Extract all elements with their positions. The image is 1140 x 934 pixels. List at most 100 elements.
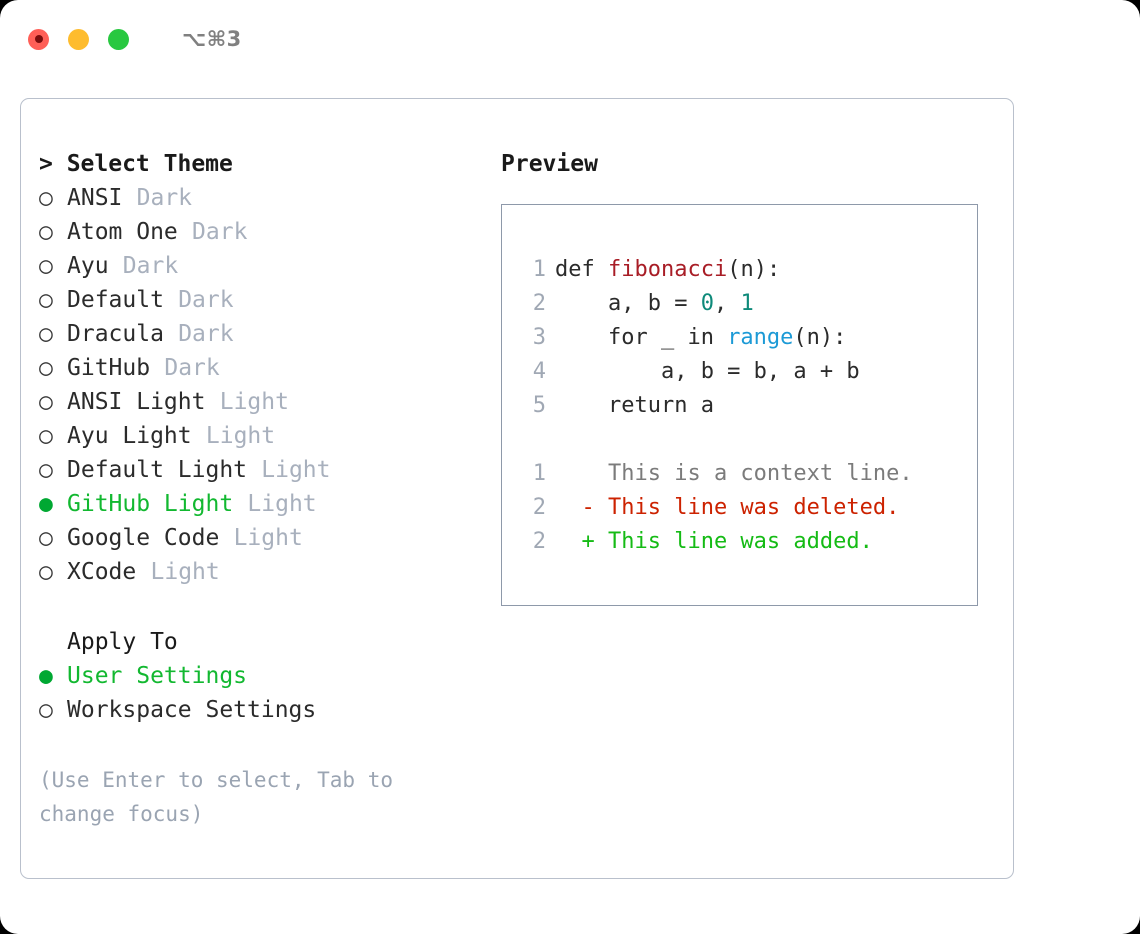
select-theme-header: > Select Theme — [39, 151, 233, 177]
code-spacer — [524, 423, 977, 457]
code-token: (n): — [727, 257, 781, 282]
radio-unselected-icon: ○ — [39, 559, 53, 585]
theme-option-tag: Light — [233, 525, 303, 551]
radio-unselected-icon: ○ — [39, 219, 53, 245]
theme-option-tag: Dark — [122, 253, 179, 279]
diff-line-number: 2 — [532, 495, 546, 520]
theme-option-3[interactable]: ○ Default Dark — [39, 283, 491, 317]
code-token: fibonacci — [607, 257, 728, 282]
radio-unselected-icon: ○ — [39, 185, 53, 211]
radio-selected-icon: ● — [39, 491, 53, 517]
theme-option-tag: Light — [150, 559, 220, 585]
apply-to-header: Apply To — [67, 629, 178, 655]
code-token: 0 — [700, 291, 714, 316]
code-token: a, b = b, a + b — [555, 359, 860, 384]
radio-selected-icon: ● — [39, 663, 53, 689]
diff-line-ctx: 1 This is a context line. — [524, 457, 977, 491]
maximize-window-button[interactable] — [108, 28, 129, 50]
traffic-lights — [28, 28, 129, 50]
radio-unselected-icon: ○ — [39, 423, 53, 449]
apply-to-option-label: Workspace Settings — [67, 697, 317, 723]
code-line-number: 5 — [532, 393, 546, 418]
code-token: def — [555, 257, 608, 282]
theme-option-label: Ayu Light — [67, 423, 192, 449]
code-line: 4 a, b = b, a + b — [524, 355, 977, 389]
diff-line-content: This is a context line. — [555, 461, 913, 486]
code-token: for _ in — [555, 325, 728, 350]
radio-unselected-icon: ○ — [39, 321, 53, 347]
code-token: a, b = — [555, 291, 701, 316]
code-line-number: 1 — [532, 257, 546, 282]
code-line-number: 3 — [532, 325, 546, 350]
theme-option-tag: Dark — [192, 219, 248, 245]
code-line-content: a, b = b, a + b — [555, 355, 860, 389]
theme-option-2[interactable]: ○ Ayu Dark — [39, 249, 491, 283]
code-line-number: 2 — [532, 291, 546, 316]
code-token: (n): — [793, 325, 847, 350]
theme-option-1[interactable]: ○ Atom One Dark — [39, 215, 491, 249]
diff-line-content: - This line was deleted. — [555, 495, 900, 520]
code-line-content: a, b = 0, 1 — [555, 287, 754, 321]
theme-option-tag: Dark — [178, 287, 234, 313]
apply-to-option-1[interactable]: ○ Workspace Settings — [39, 693, 491, 727]
code-line-content: for _ in range(n): — [555, 321, 846, 355]
code-line: 3 for _ in range(n): — [524, 321, 977, 355]
code-line: 2 a, b = 0, 1 — [524, 287, 977, 321]
code-line-number: 4 — [532, 359, 546, 384]
theme-option-7[interactable]: ○ Ayu Light Light — [39, 419, 491, 453]
theme-option-label: ANSI Light — [67, 389, 206, 415]
preview-title: Preview — [501, 151, 598, 177]
theme-option-label: Google Code — [67, 525, 220, 551]
code-token: 1 — [740, 291, 754, 316]
radio-unselected-icon: ○ — [39, 355, 53, 381]
radio-unselected-icon: ○ — [39, 253, 53, 279]
minimize-window-button[interactable] — [68, 28, 89, 50]
theme-option-tag: Dark — [178, 321, 234, 347]
theme-option-tag: Dark — [136, 185, 193, 211]
keyboard-shortcut-label: ⌥⌘3 — [182, 27, 242, 51]
close-window-button[interactable] — [28, 28, 49, 50]
theme-option-8[interactable]: ○ Default Light Light — [39, 453, 491, 487]
diff-line-number: 1 — [532, 461, 546, 486]
code-line: 1 def fibonacci(n): — [524, 253, 977, 287]
code-line-content: def fibonacci(n): — [555, 253, 780, 287]
code-line: 5 return a — [524, 389, 977, 423]
theme-option-label: GitHub — [67, 355, 151, 381]
diff-line-add: 2 + This line was added. — [524, 525, 977, 559]
theme-option-label: Default Light — [67, 457, 248, 483]
code-token: return a — [555, 393, 714, 418]
radio-unselected-icon: ○ — [39, 457, 53, 483]
radio-unselected-icon: ○ — [39, 287, 53, 313]
theme-option-10[interactable]: ○ Google Code Light — [39, 521, 491, 555]
code-token: range — [727, 325, 794, 350]
diff-line-content: + This line was added. — [555, 529, 873, 554]
theme-option-label: ANSI — [67, 185, 123, 211]
theme-option-label: Default — [67, 287, 164, 313]
theme-option-label: GitHub Light — [67, 491, 234, 517]
theme-option-4[interactable]: ○ Dracula Dark — [39, 317, 491, 351]
theme-option-label: Ayu — [67, 253, 109, 279]
diff-line-number: 2 — [532, 529, 546, 554]
theme-option-11[interactable]: ○ XCode Light — [39, 555, 491, 589]
radio-unselected-icon: ○ — [39, 525, 53, 551]
apply-to-option-0[interactable]: ●User Settings — [39, 659, 491, 693]
theme-option-label: Atom One — [67, 219, 178, 245]
title-bar: ⌥⌘3 — [0, 0, 1140, 78]
radio-unselected-icon: ○ — [39, 697, 53, 723]
diff-line-del: 2 - This line was deleted. — [524, 491, 977, 525]
theme-option-label: Dracula — [67, 321, 164, 347]
theme-option-tag: Light — [205, 423, 276, 449]
theme-option-label: XCode — [67, 559, 137, 585]
keyboard-hint-text: (Use Enter to select, Tab to change focu… — [39, 768, 406, 826]
theme-option-tag: Light — [261, 457, 331, 483]
theme-option-tag: Light — [219, 389, 289, 415]
theme-option-0[interactable]: ○ ANSI Dark — [39, 181, 491, 215]
